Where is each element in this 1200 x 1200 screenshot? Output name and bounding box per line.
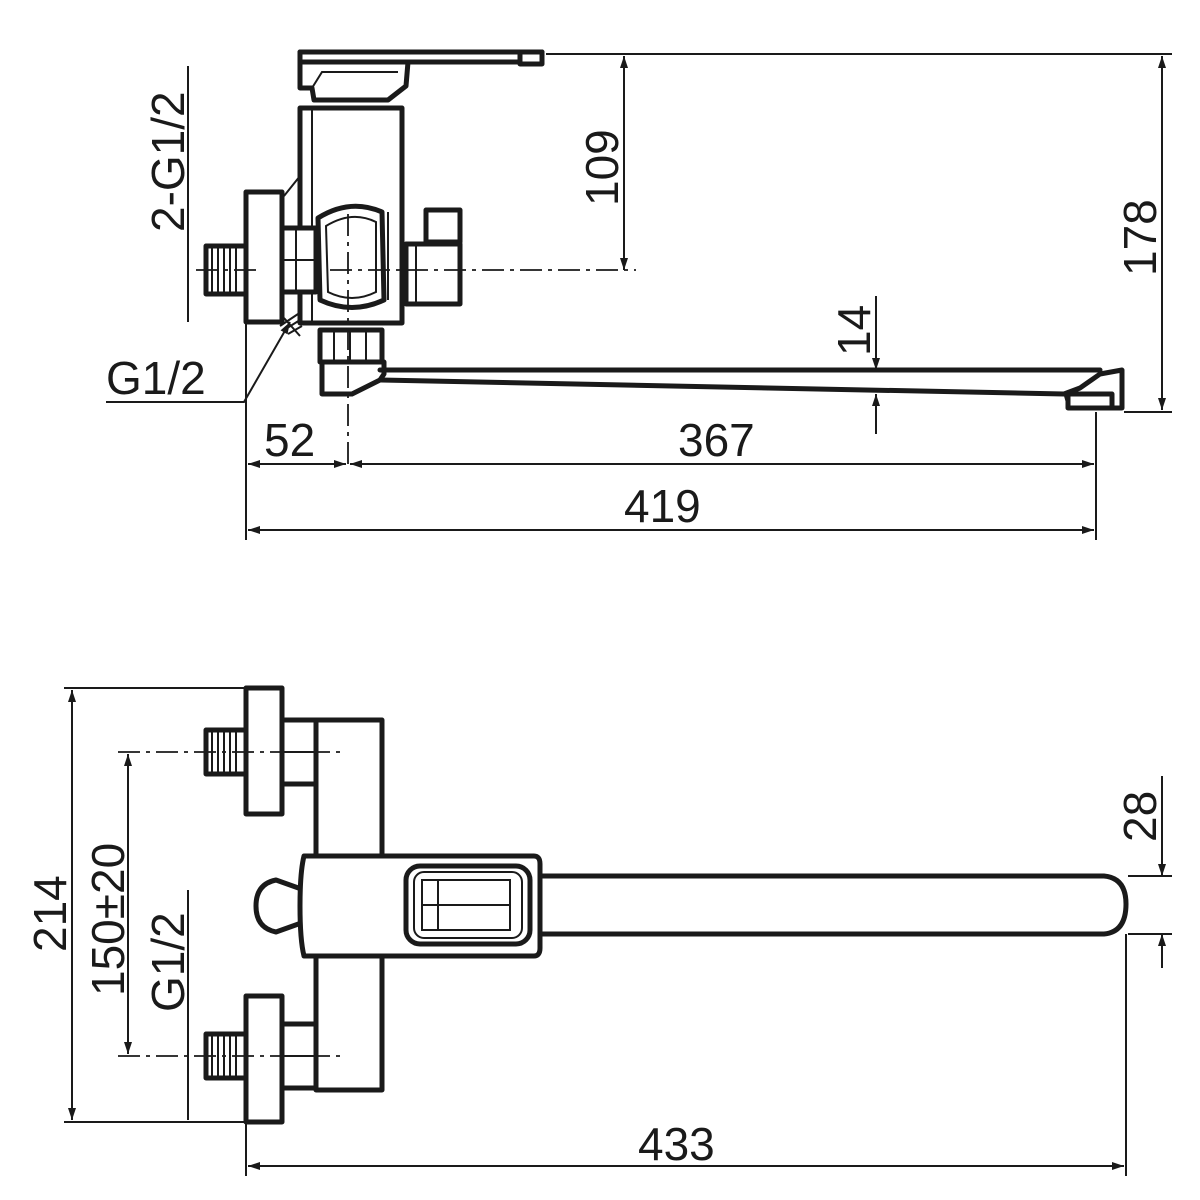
side-view: 2-G1/2 G1/2 109 178 14 52 367 419 — [106, 49, 1172, 540]
dim-367-label: 367 — [678, 414, 755, 466]
wall-flange — [243, 175, 319, 337]
dim-150-label: 150±20 — [82, 843, 134, 996]
spout-top — [527, 873, 1129, 937]
dim-28-label: 28 — [1114, 791, 1166, 842]
dim-178-label: 178 — [1114, 199, 1166, 276]
dim-109-label: 109 — [576, 129, 628, 206]
spout-nut — [317, 327, 385, 365]
diverter-knob — [403, 207, 463, 307]
top-view: 214 150±20 G1/2 28 433 — [24, 685, 1172, 1176]
upper-inlet — [203, 685, 319, 817]
dim-419-label: 419 — [624, 480, 701, 532]
inlet-thread-leader — [106, 321, 291, 403]
top-thread-label: G1/2 — [142, 912, 194, 1012]
spout — [319, 359, 1125, 411]
dim-52-label: 52 — [264, 414, 315, 466]
dim-14-label: 14 — [828, 305, 880, 356]
lever-handle — [297, 49, 545, 103]
thread-pair-label: 2-G1/2 — [142, 91, 194, 232]
handle-housing — [297, 853, 543, 959]
dim-433-label: 433 — [638, 1118, 715, 1170]
cartridge-cap — [253, 877, 307, 935]
lower-inlet — [203, 993, 319, 1125]
dim-214-label: 214 — [24, 875, 76, 952]
inlet-thread-label: G1/2 — [106, 352, 206, 404]
